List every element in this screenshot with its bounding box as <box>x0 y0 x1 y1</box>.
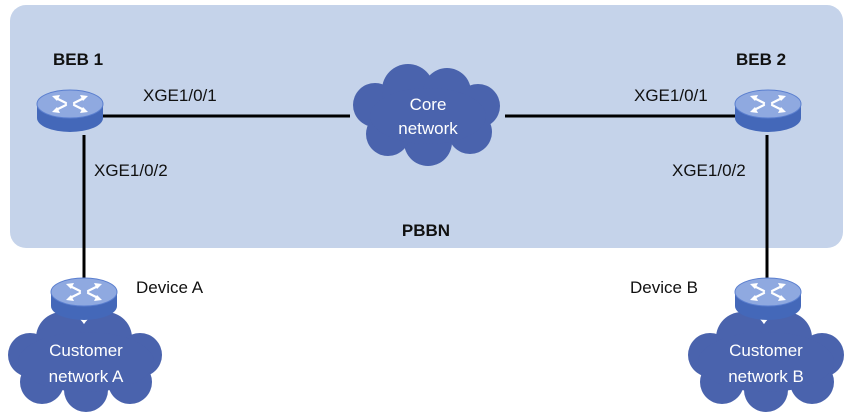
beb1-switch-router-icon <box>35 88 105 134</box>
device-a-label: Device A <box>136 278 204 297</box>
device-b-switch-router-icon <box>733 276 803 322</box>
customer-b-line1: Customer <box>729 341 803 360</box>
core-network-cloud <box>353 64 500 166</box>
beb1-port-down-label: XGE1/0/2 <box>94 161 168 180</box>
customer-a-line1: Customer <box>49 341 123 360</box>
customer-b-line2: network B <box>728 367 804 386</box>
beb1-port-up-label: XGE1/0/1 <box>143 86 217 105</box>
beb2-label: BEB 2 <box>736 50 786 69</box>
customer-a-line2: network A <box>49 367 124 386</box>
device-a-switch-router-icon <box>49 276 119 322</box>
core-cloud-line2: network <box>398 119 458 138</box>
beb2-port-up-label: XGE1/0/1 <box>634 86 708 105</box>
beb2-switch-router-icon <box>733 88 803 134</box>
pbbn-label: PBBN <box>402 221 450 240</box>
beb1-label: BEB 1 <box>53 50 103 69</box>
core-cloud-line1: Core <box>410 95 447 114</box>
links <box>82 114 769 285</box>
customer-network-a-cloud <box>8 312 162 412</box>
device-b-label: Device B <box>630 278 698 297</box>
customer-network-b-cloud <box>688 312 844 412</box>
beb2-port-down-label: XGE1/0/2 <box>672 161 746 180</box>
